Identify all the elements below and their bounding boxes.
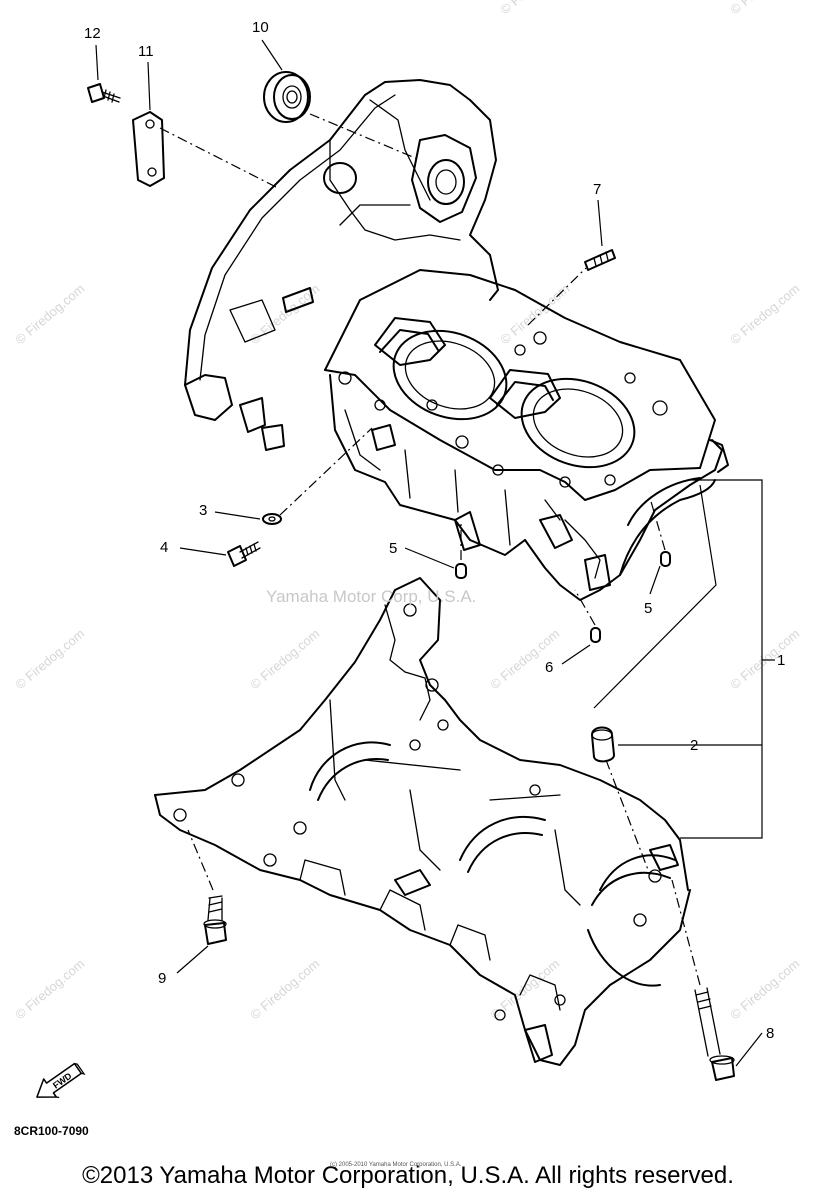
watermark-tile: © Firedog.com — [727, 626, 802, 692]
callout-9: 9 — [158, 970, 166, 987]
watermark-tile: © Firedog.com — [727, 281, 802, 347]
watermark-tile: © Firedog.com — [247, 956, 322, 1022]
watermark-tile: © Firedog.com — [497, 0, 572, 17]
callout-2: 2 — [690, 737, 698, 754]
callout-8: 8 — [766, 1025, 774, 1042]
fwd-arrow-icon: FWD — [36, 1062, 86, 1099]
callout-5a: 5 — [389, 540, 397, 557]
watermark-tile: © Firedog.com — [727, 956, 802, 1022]
bolt-9 — [203, 895, 227, 945]
watermark-tile: © Firedog.com — [497, 281, 572, 347]
bracket-11 — [132, 111, 165, 187]
dowel-5a — [455, 563, 467, 579]
plug-2 — [591, 726, 615, 763]
callout-4: 4 — [160, 539, 168, 556]
upper-crankcase — [184, 79, 729, 601]
callout-11: 11 — [138, 43, 154, 60]
leader-lines — [95, 39, 775, 1067]
dowel-5b — [660, 551, 671, 567]
copyright-notice: ©2013 Yamaha Motor Corporation, U.S.A. A… — [82, 1162, 734, 1189]
stud-7 — [584, 249, 616, 271]
callouts: 12 11 10 7 3 4 5 5 6 1 2 9 8 — [84, 19, 785, 1042]
bolt-4 — [227, 541, 261, 567]
seal-10 — [263, 71, 311, 123]
watermark-tile: © Firedog.com — [727, 0, 802, 17]
watermark-tile: © Firedog.com — [12, 626, 87, 692]
callout-12: 12 — [84, 25, 101, 42]
watermark-center: Yamaha Motor Corp, U.S.A. — [266, 587, 476, 606]
watermark-tile: © Firedog.com — [247, 626, 322, 692]
pin-6 — [590, 627, 601, 643]
washer-3 — [262, 513, 282, 525]
callout-7: 7 — [593, 181, 601, 198]
lower-crankcase — [154, 577, 691, 1066]
small-credit: (c) 2005-2010 Yamaha Motor Corporation, … — [330, 1162, 462, 1168]
bolt-12 — [87, 83, 121, 103]
watermark-tile: © Firedog.com — [12, 956, 87, 1022]
callout-6: 6 — [545, 659, 553, 676]
diagram-code: 8CR100-7090 — [14, 1124, 89, 1138]
watermark-tile: © Firedog.com — [487, 956, 562, 1022]
callout-5b: 5 — [644, 600, 652, 617]
bolt-8 — [694, 987, 735, 1081]
callout-10: 10 — [252, 19, 269, 36]
callout-3: 3 — [199, 502, 207, 519]
callout-1: 1 — [777, 652, 785, 669]
watermark-tile: © Firedog.com — [12, 281, 87, 347]
